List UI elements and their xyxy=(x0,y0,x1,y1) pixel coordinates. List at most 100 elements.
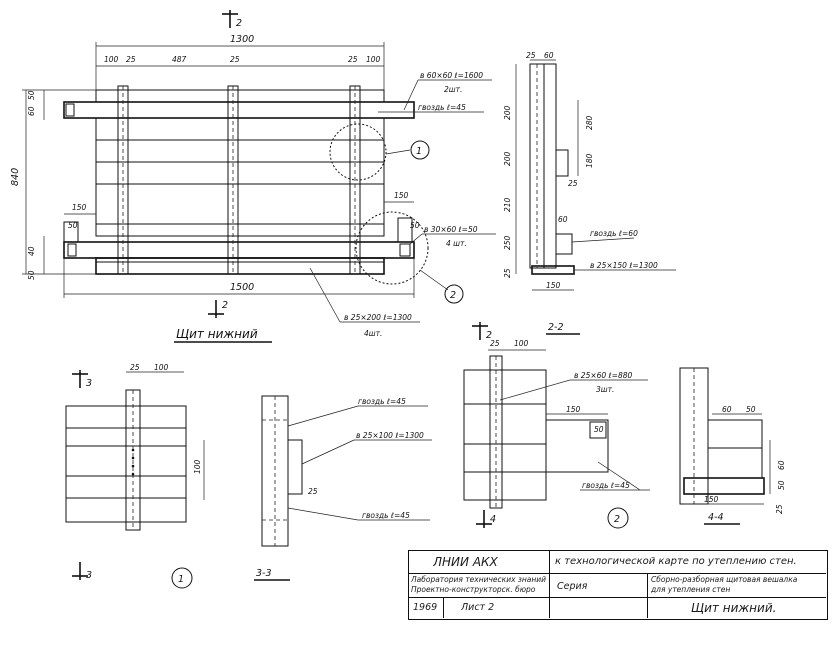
section-mark-bottom: 2 xyxy=(208,300,228,318)
dim-seg-25b: 25 xyxy=(230,55,240,64)
s22-dim-150: 150 xyxy=(546,281,561,290)
s22-dim-250: 250 xyxy=(503,235,512,250)
s44-dim-60: 60 xyxy=(722,405,732,414)
section-mark-top-label: 2 xyxy=(236,18,242,29)
detail-marker-2 xyxy=(444,284,464,304)
s44-dim-50: 50 xyxy=(746,405,756,414)
s22-dim-v25: 25 xyxy=(568,179,578,188)
dim-left-840: 840 xyxy=(10,168,21,186)
s44-dim-150: 150 xyxy=(704,495,719,504)
s22-dim-60: 60 xyxy=(544,51,554,60)
bottom-batten xyxy=(63,241,415,259)
s22-callout-board: в 25×150 ℓ=1300 xyxy=(590,261,658,270)
d2-dim-150: 150 xyxy=(566,405,581,414)
detail-marker-1-label: 1 xyxy=(416,146,422,157)
s22-base xyxy=(531,265,575,275)
dim-right-150: 150 xyxy=(394,191,409,200)
main-view-caption: Щит нижний xyxy=(176,327,258,341)
dim-1300: 1300 xyxy=(230,34,254,45)
s22-dim-210: 210 xyxy=(503,197,512,212)
dim-left-40: 40 xyxy=(27,246,36,256)
dim-block-150: 150 xyxy=(72,203,87,212)
detail-marker-2-label: 2 xyxy=(450,290,456,301)
s33-dim-25: 25 xyxy=(308,487,318,496)
dim-right-block: 150 50 xyxy=(384,191,420,243)
d2-dim-50: 50 xyxy=(594,425,604,434)
s33-board: в 25×100 ℓ=1300 xyxy=(356,431,424,440)
section-mark-3-bottom: 3 xyxy=(72,562,92,581)
dim-seg-100b: 100 xyxy=(366,55,381,64)
d2-section-title: 2-2 xyxy=(548,322,564,333)
tb-desc-1: Сборно-разборная щитовая вешалка xyxy=(651,575,798,584)
section-mark-bottom-label: 2 xyxy=(222,300,228,311)
tb-header: к технологической карте по утеплению сте… xyxy=(555,556,797,567)
section-mark-3-bottom-label: 3 xyxy=(86,570,92,581)
section-3-3: гвоздь ℓ=45 в 25×100 ℓ=1300 25 гвоздь ℓ=… xyxy=(254,395,432,581)
d1-caption-circle xyxy=(171,567,193,589)
d1-dim-100: 100 xyxy=(154,363,169,372)
section-mark-3: 3 xyxy=(72,370,92,389)
s33-nail-top: гвоздь ℓ=45 xyxy=(358,397,406,406)
detail-2: 2 2-2 25 100 150 50 в 25×60 ℓ=880 3шт. г… xyxy=(463,322,650,529)
section-mark-3-label: 3 xyxy=(86,378,92,389)
tb-org: ЛНИИ АКХ xyxy=(433,555,498,569)
detail-1: 3 25 100 100 3 1 xyxy=(65,363,205,589)
callout-bottom-block-text: в 30×60 ℓ=50 xyxy=(424,225,478,234)
dim-overall-bottom: 1500 xyxy=(63,258,415,298)
callout-bottom-block: в 30×60 ℓ=50 4 шт. xyxy=(409,225,496,248)
callout-nail-top: гвоздь ℓ=45 xyxy=(378,103,484,113)
section-mark-4: 4 xyxy=(476,510,496,528)
tb-desc-2: для утепления стен xyxy=(651,585,731,594)
d1-dim-25: 25 xyxy=(130,363,140,372)
tb-series: Серия xyxy=(557,581,588,592)
s22-dim-180: 180 xyxy=(585,153,594,168)
detail-circle-1 xyxy=(329,123,387,181)
detail-circle-2 xyxy=(355,211,429,285)
dim-block-left: 150 50 xyxy=(63,203,96,243)
tb-name: Щит нижний. xyxy=(691,601,777,615)
s44-dim-v60: 60 xyxy=(777,460,786,470)
d1-dim-v100: 100 xyxy=(193,459,202,474)
d2-callout-board: в 25×60 ℓ=880 xyxy=(574,371,632,380)
callout-board: в 25×200 ℓ=1300 4шт. xyxy=(309,267,420,338)
dim-1500: 1500 xyxy=(230,282,254,293)
base-board xyxy=(95,257,385,275)
s22-dim-280: 280 xyxy=(585,115,594,130)
dim-right-50: 50 xyxy=(410,221,420,230)
d2-callout-qty: 3шт. xyxy=(596,385,614,394)
callout-top-batten-text: в 60×60 ℓ=1600 xyxy=(420,71,483,80)
dim-seg-25c: 25 xyxy=(348,55,358,64)
s44-title: 4-4 xyxy=(708,512,724,523)
dim-block-50: 50 xyxy=(68,221,78,230)
section-4-4: 60 50 60 50 150 25 4-4 xyxy=(679,367,786,525)
s22-dim-200b: 200 xyxy=(503,151,512,166)
title-block: ЛНИИ АКХ к технологической карте по утеп… xyxy=(408,550,828,620)
section-mark-4-label: 4 xyxy=(490,514,496,525)
callout-bottom-block-qty: 4 шт. xyxy=(446,239,467,248)
tb-dept-2: Проектно-конструкторск. бюро xyxy=(411,585,536,594)
s22-dim-200a: 200 xyxy=(503,105,512,120)
dim-segments-top: 100 25 487 25 25 100 xyxy=(96,55,384,67)
dim-seg-100: 100 xyxy=(104,55,119,64)
main-view: 2 1300 100 25 487 25 25 100 xyxy=(10,10,496,343)
dim-left-50b: 50 xyxy=(27,270,36,280)
s44-dim-25: 25 xyxy=(775,504,784,514)
d2-callout-nail: гвоздь ℓ=45 xyxy=(582,481,630,490)
s33-title: 3-3 xyxy=(256,568,272,579)
section-mark-top: 2 xyxy=(222,10,242,29)
detail-marker-1 xyxy=(410,140,430,160)
s44-dim-v50: 50 xyxy=(777,480,786,490)
section-2-2: 25 60 200 200 210 250 25 280 180 25 60 г… xyxy=(503,51,676,291)
callout-top-batten-qty: 2шт. xyxy=(444,85,462,94)
dim-left-50: 50 xyxy=(27,90,36,100)
dim-left: 50 60 840 40 50 xyxy=(10,89,96,280)
vertical-posts xyxy=(117,85,361,275)
top-batten xyxy=(63,101,415,119)
d2-caption: 2 xyxy=(614,514,620,525)
dim-left-60: 60 xyxy=(27,106,36,116)
d2-dim-25: 25 xyxy=(490,339,500,348)
d2-dim-100: 100 xyxy=(514,339,529,348)
callout-board-text: в 25×200 ℓ=1300 xyxy=(344,313,412,322)
tb-year: 1969 xyxy=(413,602,438,613)
